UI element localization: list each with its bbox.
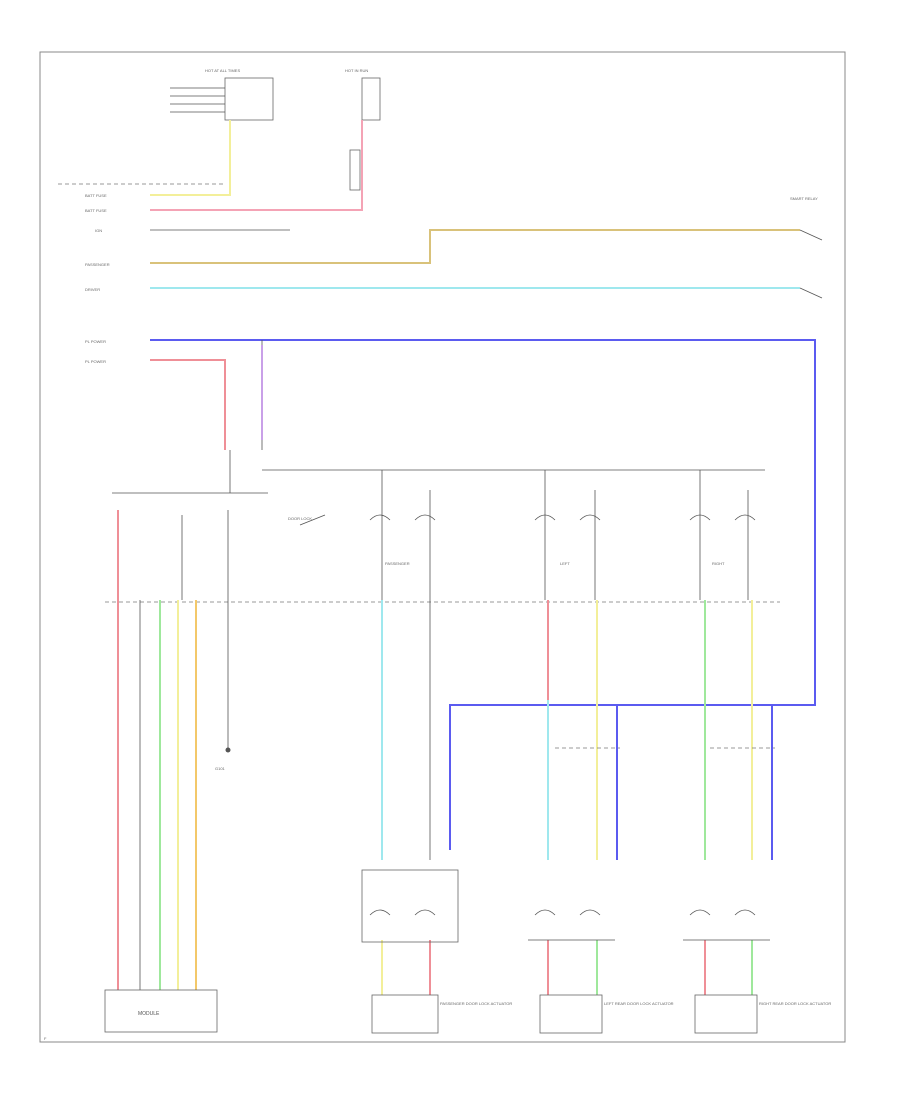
corner-code: F [44,1036,47,1041]
bus-label-6: PL POWER [85,339,106,344]
relay-label: SMART RELAY [790,196,818,201]
fuse-block-b-label: HOT IN RUN [345,68,368,73]
bus-rows [150,229,816,850]
actuator-3-label: RIGHT REAR DOOR LOCK ACTUATOR [759,1001,831,1006]
bus-label-7: PL POWER [85,359,106,364]
fuse-block-a-label: HOT AT ALL TIMES [205,68,240,73]
switch-group-passenger: PASSENGER [369,470,436,600]
lower-switch-left [528,909,615,941]
bus-label-2: BATT FUSE [85,208,107,213]
actuator-left: LEFT REAR DOOR LOCK ACTUATOR [539,994,674,1034]
switch-lf-label: LEFT [560,561,570,566]
wire-yellow-drop [150,120,231,196]
fuse-block-b: HOT IN RUN [345,68,381,191]
module-box: MODULE [104,989,218,1033]
ground-label: G101 [215,766,226,771]
lower-switch-right [683,909,770,941]
wire-pink-drop [150,120,363,211]
bus-label-5: DRIVER [85,287,100,292]
bus-label-3: IGN [95,228,102,233]
actuator-right: RIGHT REAR DOOR LOCK ACTUATOR [694,994,831,1034]
right-switches: SMART RELAY [790,196,823,299]
switch-group-right: RIGHT [689,470,756,600]
switch-group-left: LEFT [534,470,601,600]
module-label: MODULE [138,1011,160,1017]
actuator-1-label: PASSENGER DOOR LOCK ACTUATOR [440,1001,512,1006]
switch-door-lock: DOOR LOCK [288,514,326,526]
switch-left-label: DOOR LOCK [288,516,312,521]
fuse-block-a: HOT AT ALL TIMES [170,68,274,121]
bus-label-4: PASSENGER [85,262,110,267]
left-module-wires: G101 [117,510,231,990]
switch-pass-label: PASSENGER [385,561,410,566]
actuator-2-label: LEFT REAR DOOR LOCK ACTUATOR [604,1001,674,1006]
diagram-border [39,51,846,1043]
actuator-passenger: PASSENGER DOOR LOCK ACTUATOR [371,994,512,1034]
bus-label-1: BATT FUSE [85,193,107,198]
switch-rf-label: RIGHT [712,561,725,566]
lower-switch-passenger [361,869,459,943]
